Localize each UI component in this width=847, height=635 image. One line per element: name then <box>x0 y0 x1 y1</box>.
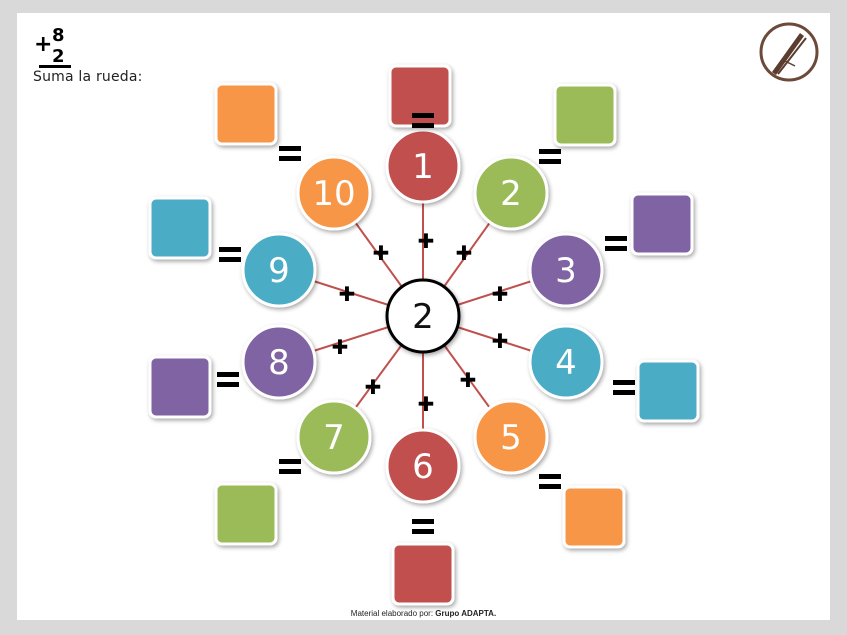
spoke-number: 2 <box>500 174 522 214</box>
footer-credit: Material elaborado por: Grupo ADAPTA. <box>0 609 847 618</box>
equals-sign <box>217 372 239 387</box>
plus-sign: ✚ <box>418 392 435 416</box>
number-circle <box>528 324 604 400</box>
plus-sign: ✚ <box>456 241 473 265</box>
answer-box[interactable] <box>636 359 700 423</box>
plus-sign: ✚ <box>339 282 356 306</box>
equals-sign <box>279 459 301 474</box>
answer-box[interactable] <box>562 485 626 549</box>
spoke-number: 5 <box>500 418 522 458</box>
answer-box[interactable] <box>214 482 278 546</box>
equals-sign <box>412 113 434 128</box>
pencil-logo-icon <box>759 22 819 82</box>
equals-sign <box>539 474 561 489</box>
number-circle <box>473 155 549 231</box>
equals-sign <box>605 236 627 251</box>
spoke-number: 3 <box>555 251 577 291</box>
icon-top-number: 8 <box>52 25 65 46</box>
spoke-number: 4 <box>555 343 577 383</box>
plus-sign: ✚ <box>492 282 509 306</box>
number-circle <box>296 155 372 231</box>
number-circle <box>296 399 372 475</box>
footer-brand: Grupo ADAPTA. <box>435 609 497 618</box>
answer-box[interactable] <box>214 82 278 146</box>
icon-sum-line <box>39 65 71 68</box>
number-circle <box>241 324 317 400</box>
number-circle <box>528 232 604 308</box>
number-circle <box>385 428 461 504</box>
spoke-number: 9 <box>268 251 290 291</box>
icon-bottom-number: 2 <box>52 46 65 67</box>
spoke-number: 6 <box>412 447 434 487</box>
plus-sign: ✚ <box>492 329 509 353</box>
sum-operation-icon: 8 + 2 <box>34 25 71 68</box>
equals-sign <box>613 380 635 395</box>
answer-box[interactable] <box>148 355 212 419</box>
spoke-number: 10 <box>312 174 355 214</box>
spoke-number: 1 <box>412 147 434 187</box>
equals-sign <box>412 519 434 534</box>
number-circle <box>473 399 549 475</box>
answer-box[interactable] <box>553 83 617 147</box>
equals-sign <box>219 247 241 262</box>
equals-sign <box>279 146 301 161</box>
equals-sign <box>539 149 561 164</box>
answer-box[interactable] <box>148 196 212 260</box>
answer-box[interactable] <box>391 542 455 606</box>
spoke-number: 7 <box>323 418 345 458</box>
number-circle <box>385 128 461 204</box>
spoke-number: 8 <box>268 343 290 383</box>
plus-sign: ✚ <box>365 375 382 399</box>
plus-sign: ✚ <box>460 368 477 392</box>
center-circle <box>385 278 461 354</box>
answer-box[interactable] <box>630 192 694 256</box>
plus-sign: ✚ <box>332 335 349 359</box>
footer-prefix: Material elaborado por: <box>350 609 436 618</box>
icon-plus-sign: + <box>34 32 52 57</box>
number-circle <box>241 232 317 308</box>
center-number: 2 <box>412 297 434 337</box>
instruction-text: Suma la rueda: <box>33 69 143 85</box>
plus-sign: ✚ <box>373 241 390 265</box>
plus-sign: ✚ <box>418 229 435 253</box>
